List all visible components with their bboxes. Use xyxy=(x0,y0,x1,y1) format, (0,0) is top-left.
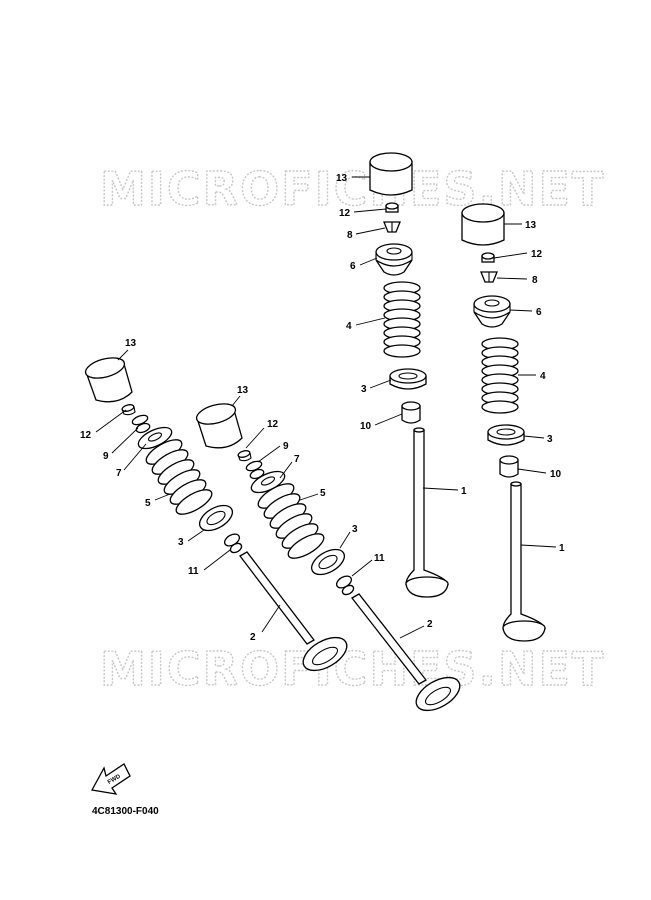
part-5-spring-c xyxy=(145,439,213,515)
part-11-seal-d xyxy=(335,575,355,596)
callout-12-c: 12 xyxy=(80,430,92,441)
callout-6-a: 6 xyxy=(350,261,356,272)
part-9-cotter-c xyxy=(131,414,151,434)
callout-13-a: 13 xyxy=(336,173,348,184)
callout-2-d: 2 xyxy=(427,619,433,630)
part-4-spring-b xyxy=(481,337,519,414)
callout-6-b: 6 xyxy=(536,307,542,318)
part-4-spring-a xyxy=(383,281,421,358)
exhaust-assembly-d xyxy=(195,403,461,712)
part-8-cotter-a xyxy=(383,221,401,233)
callout-1-a: 1 xyxy=(461,486,467,497)
part-6-retainer-a xyxy=(375,243,413,276)
callout-5-c: 5 xyxy=(145,498,151,509)
callout-7-c: 7 xyxy=(116,468,122,479)
part-10-seal-b xyxy=(499,455,519,478)
callout-4-a: 4 xyxy=(346,321,352,332)
part-1-valve-b xyxy=(502,481,546,642)
callout-numbers: 13 12 8 6 4 3 10 1 13 12 8 6 4 3 10 1 13… xyxy=(80,173,565,643)
part-3-seat-b xyxy=(487,424,525,446)
callout-10-b: 10 xyxy=(550,469,562,480)
intake-assembly-b xyxy=(461,203,546,642)
callout-13-b: 13 xyxy=(525,220,537,231)
part-12-shim-b xyxy=(481,252,495,263)
callout-10-a: 10 xyxy=(360,421,372,432)
callout-1-b: 1 xyxy=(559,543,565,554)
callout-9-c: 9 xyxy=(103,451,109,462)
exhaust-assembly-c xyxy=(84,357,348,672)
callout-3-b: 3 xyxy=(547,434,553,445)
intake-assembly-a xyxy=(369,152,449,598)
part-3-seat-a xyxy=(389,368,427,390)
part-12-shim-c xyxy=(121,404,136,416)
part-5-spring-d xyxy=(257,483,325,559)
callout-11-d: 11 xyxy=(374,553,385,564)
part-2-valve-c xyxy=(239,551,348,672)
callout-12-b: 12 xyxy=(531,249,543,260)
part-13-tappet-d xyxy=(195,403,243,449)
part-9-cotter-d xyxy=(245,460,265,480)
callout-13-d: 13 xyxy=(237,385,249,396)
part-3-seat-c xyxy=(198,504,234,532)
part-6-retainer-b xyxy=(473,295,511,328)
part-8-cotter-b xyxy=(480,271,498,283)
part-13-tappet-a xyxy=(369,152,413,196)
part-12-shim-d xyxy=(237,450,252,462)
callout-8-a: 8 xyxy=(347,230,353,241)
callout-13-c: 13 xyxy=(125,338,137,349)
part-3-seat-d xyxy=(310,548,346,576)
part-13-tappet-b xyxy=(461,203,505,246)
diagram-code: 4C81300-F040 xyxy=(92,806,159,817)
callout-12-a: 12 xyxy=(339,208,351,219)
part-7-retainer-c xyxy=(137,426,173,450)
callout-3-c: 3 xyxy=(178,537,184,548)
callout-9-d: 9 xyxy=(283,441,289,452)
fwd-arrow-icon: FWD xyxy=(90,763,131,795)
part-11-seal-c xyxy=(223,533,243,554)
callout-3-d: 3 xyxy=(352,524,358,535)
part-12-shim-a xyxy=(385,202,399,213)
callout-11-c: 11 xyxy=(188,566,199,577)
callout-8-b: 8 xyxy=(532,275,538,286)
callout-3-a: 3 xyxy=(361,384,367,395)
leader-lines xyxy=(95,176,557,639)
callout-7-d: 7 xyxy=(294,454,300,465)
watermark-top: MICROFICHES.NET xyxy=(100,162,605,216)
callout-12-d: 12 xyxy=(267,419,279,430)
part-13-tappet-c xyxy=(84,357,133,403)
part-2-valve-d xyxy=(351,593,461,712)
callout-2-c: 2 xyxy=(250,632,256,643)
callout-4-b: 4 xyxy=(540,371,546,382)
watermark-bottom: MICROFICHES.NET xyxy=(100,642,605,696)
part-1-valve-a xyxy=(405,427,449,598)
part-10-seal-a xyxy=(401,401,421,424)
callout-5-d: 5 xyxy=(320,488,326,499)
